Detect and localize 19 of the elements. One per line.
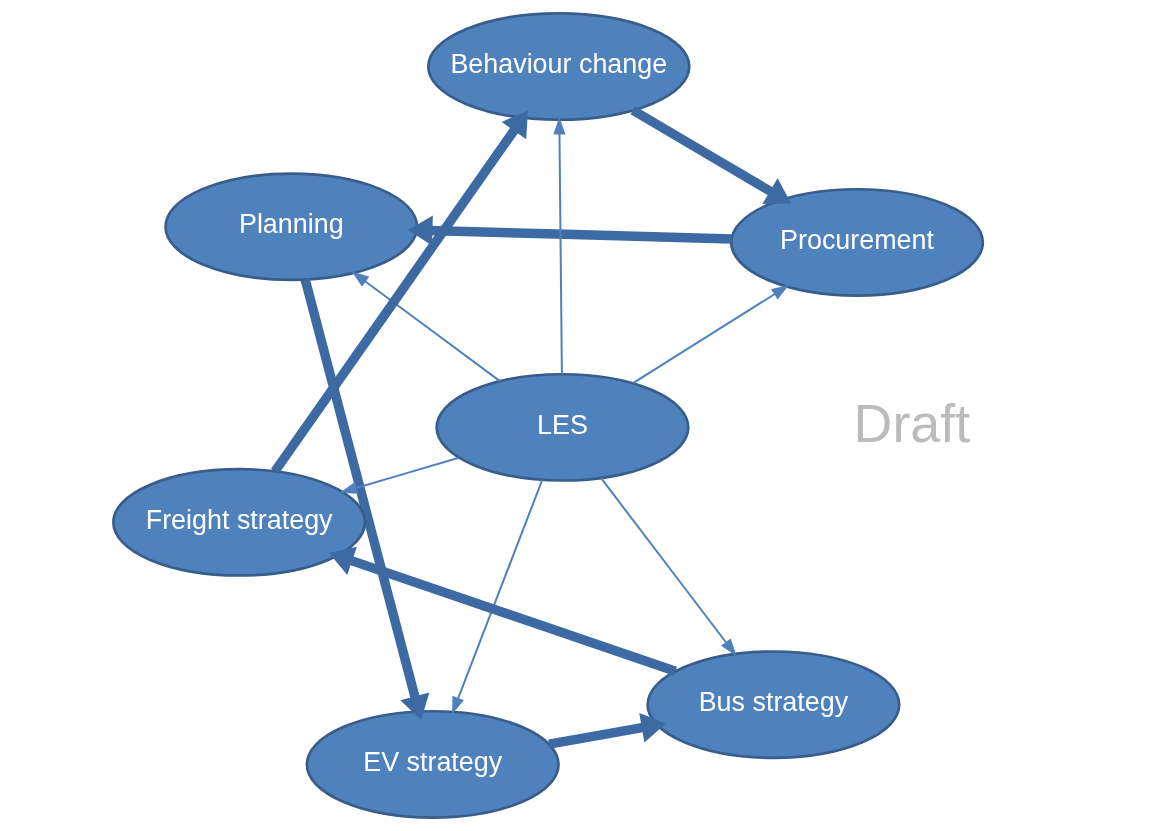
- arrow: [600, 477, 737, 657]
- node-ellipse: LES: [435, 372, 690, 482]
- label: Draft: [853, 392, 971, 453]
- arrow: [339, 456, 460, 494]
- arrow: [451, 479, 544, 715]
- arrow: [632, 285, 790, 384]
- node-ellipse: EV strategy: [305, 709, 560, 819]
- node-ellipse: Planning: [164, 172, 419, 282]
- node-ellipse: Procurement: [729, 187, 985, 297]
- arrow: [630, 106, 792, 204]
- node-ellipse: Behaviour change: [426, 12, 691, 122]
- arrow: [300, 278, 430, 721]
- arrow: [548, 712, 666, 749]
- arrow: [351, 271, 501, 382]
- arrow: [553, 117, 566, 375]
- arrow: [328, 546, 677, 676]
- node-ellipse: Bus strategy: [646, 650, 901, 760]
- arrow: [407, 215, 732, 246]
- arrow: [271, 110, 528, 475]
